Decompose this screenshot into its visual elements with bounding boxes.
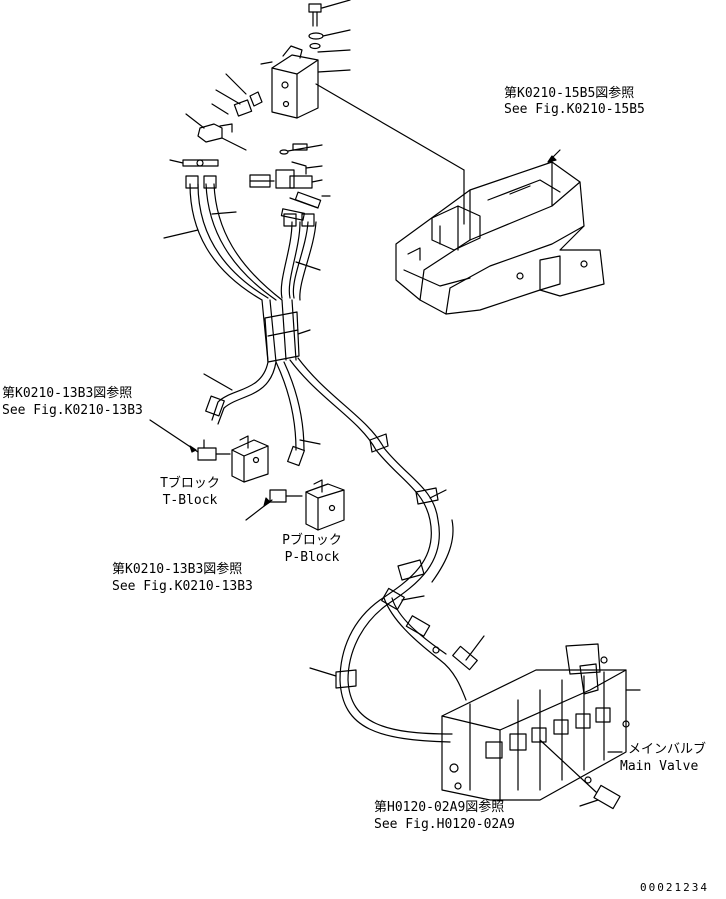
p-block <box>245 479 345 531</box>
upper-fittings <box>169 73 331 221</box>
ref-cab-jp: 第K0210-15B5図参照 <box>504 86 635 101</box>
ref-pblock-en: See Fig.K0210-13B3 <box>112 579 253 594</box>
main-valve <box>441 643 641 810</box>
cab-console <box>315 83 605 315</box>
ref-cab-en: See Fig.K0210-15B5 <box>504 102 645 117</box>
ref-pblock-jp: 第K0210-13B3図参照 <box>112 562 243 577</box>
pblock-jp: Pブロック <box>282 533 342 548</box>
mainvalve-jp: メインバルブ <box>628 742 707 757</box>
pblock-en: P-Block <box>284 550 340 565</box>
tblock-jp: Tブロック <box>160 476 220 491</box>
top-valve-assembly <box>260 0 351 119</box>
mainvalve-en: Main Valve <box>620 759 699 774</box>
ref-mainvalve-jp: 第H0120-02A9図参照 <box>374 800 505 815</box>
hose-bundle <box>163 175 485 743</box>
drawing-number: 00021234 <box>640 881 709 894</box>
tblock-en: T-Block <box>162 493 218 508</box>
ref-tblock-jp: 第K0210-13B3図参照 <box>2 386 133 401</box>
ref-mainvalve-en: See Fig.H0120-02A9 <box>374 817 515 832</box>
ref-tblock-en: See Fig.K0210-13B3 <box>2 403 143 418</box>
t-block <box>149 419 269 483</box>
